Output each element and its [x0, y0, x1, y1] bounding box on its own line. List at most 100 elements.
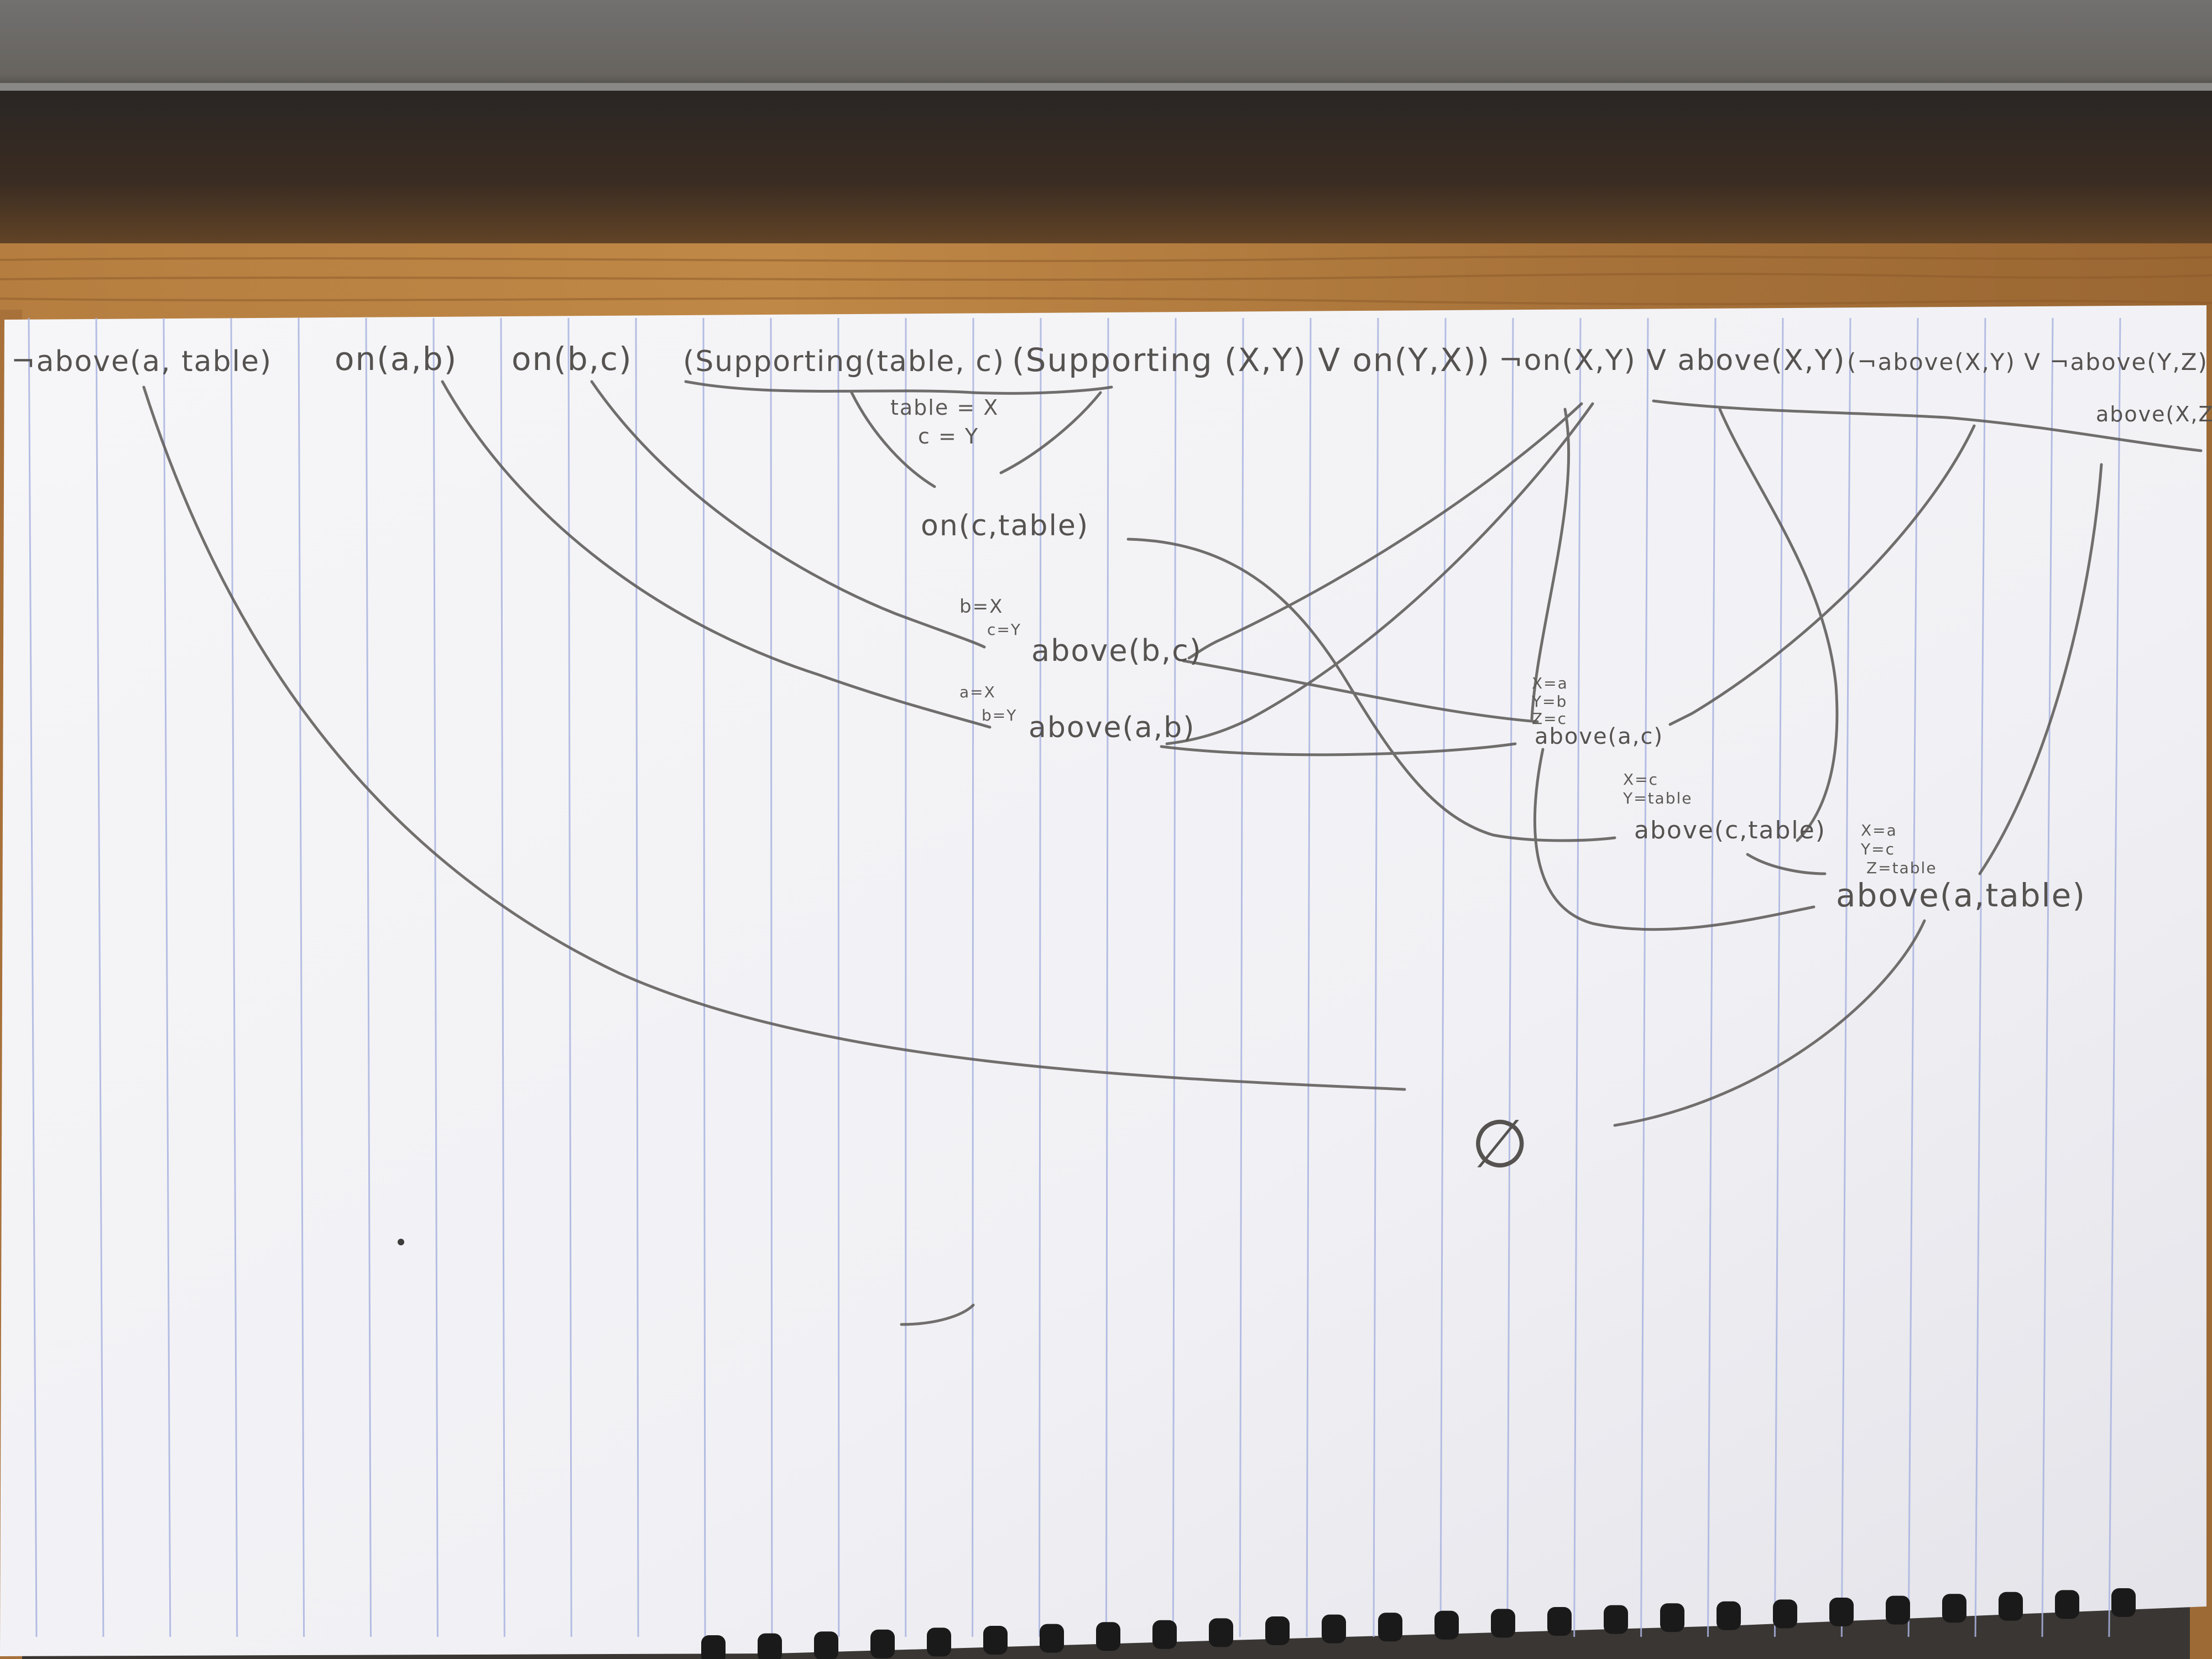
- stroke-onctable-to-abovectable: [1126, 538, 1616, 842]
- spiral-hole: [1660, 1603, 1684, 1632]
- subst-a-x: a=X: [959, 683, 996, 701]
- clause-negated-above: ¬above(a, table): [11, 345, 273, 378]
- ruled-line: [365, 317, 372, 1637]
- spiral-hole: [1265, 1616, 1290, 1645]
- notebook-sheet: [0, 305, 2206, 1656]
- laptop-edge: [0, 83, 2212, 91]
- subst-x-a-2: X=a: [1861, 821, 1897, 839]
- spiral-hole: [1322, 1614, 1346, 1644]
- clause-supporting-table-c: (Supporting(table, c): [683, 345, 1005, 378]
- empty-clause-symbol: ∅: [1471, 1106, 1530, 1183]
- ruled-line: [1907, 317, 1919, 1637]
- spiral-hole: [1604, 1605, 1628, 1634]
- ruled-line: [2041, 317, 2054, 1637]
- ruled-line: [1439, 317, 1447, 1637]
- spiral-hole: [870, 1629, 895, 1658]
- stroke-clause6-to-aboveab: [1165, 402, 1594, 745]
- subst-y-table: Y=table: [1623, 789, 1693, 807]
- spiral-hole: [1209, 1618, 1233, 1647]
- stroke-supportxy-to-onctable: [999, 391, 1102, 474]
- ruled-line: [1573, 317, 1582, 1637]
- ruled-line: [2108, 317, 2121, 1637]
- ruled-line: [1172, 317, 1177, 1637]
- stroke-onab-to-aboveab: [441, 380, 992, 729]
- ruled-line: [1239, 317, 1244, 1637]
- ruled-line: [1373, 317, 1379, 1637]
- stroke-stray-bottom: [900, 1303, 975, 1326]
- ruled-line: [1039, 317, 1042, 1637]
- clause-on-implies-above: ¬on(X,Y) V above(X,Y): [1499, 344, 1846, 377]
- spiral-hole: [1547, 1607, 1572, 1636]
- ruled-line: [432, 317, 439, 1637]
- stroke-aboveac-to-final: [1533, 748, 1815, 931]
- subst-x-a: X=a: [1532, 674, 1568, 692]
- clause-on-a-b: on(a,b): [335, 340, 458, 378]
- ruled-line: [1105, 317, 1109, 1637]
- spiral-hole: [1942, 1594, 1966, 1623]
- spiral-hole: [983, 1626, 1008, 1655]
- wood-grain: [0, 255, 2212, 305]
- ruled-line: [1974, 317, 1986, 1637]
- spiral-hole: [814, 1631, 838, 1659]
- ruled-line: [500, 317, 505, 1637]
- spiral-hole: [1152, 1620, 1177, 1649]
- ruled-line: [95, 317, 105, 1637]
- stroke-abovectable-to-final: [1746, 853, 1827, 875]
- spiral-hole: [1829, 1598, 1854, 1626]
- spiral-hole: [758, 1633, 782, 1659]
- stroke-aboveab-to-aboveac: [1160, 742, 1517, 757]
- derived-above-a-c: above(a,c): [1535, 724, 1664, 749]
- ruled-line: [1773, 317, 1784, 1637]
- ruled-line: [1506, 317, 1514, 1637]
- stroke-neg-above-to-empty: [142, 385, 1406, 1091]
- subst-c-y: c = Y: [918, 424, 979, 448]
- pencil-dot: [398, 1239, 404, 1245]
- spiral-hole: [927, 1627, 951, 1657]
- ruled-line: [567, 317, 572, 1637]
- subst-y-b: Y=b: [1532, 692, 1568, 711]
- ruled-line: [702, 317, 706, 1637]
- ruled-line: [230, 317, 238, 1637]
- spiral-hole: [2111, 1588, 2136, 1617]
- spiral-hole: [1999, 1592, 2023, 1621]
- spiral-hole: [2055, 1590, 2079, 1619]
- subst-y-c: Y=c: [1861, 840, 1895, 858]
- clause-above-transitive: (¬above(X,Y) V ¬above(Y,Z) V: [1847, 348, 2212, 375]
- spiral-hole: [1886, 1595, 1910, 1625]
- ruled-line: [1840, 317, 1851, 1637]
- spiral-hole: [701, 1635, 726, 1659]
- stroke-support-to-onctable: [850, 391, 936, 488]
- stroke-wavy-underline-2: [1652, 399, 2203, 452]
- ruled-line: [1707, 317, 1717, 1637]
- pencil-strokes: [142, 380, 2203, 1326]
- spiral-hole: [1378, 1613, 1402, 1642]
- clause-on-b-c: on(b,c): [512, 340, 633, 378]
- ruled-line: [1306, 317, 1312, 1637]
- stroke-clause7b-to-abovetable: [1978, 463, 2103, 875]
- ruled-line: [837, 317, 840, 1637]
- laptop-shadow: [0, 91, 2212, 257]
- stroke-clause7-to-abovetable: [1718, 408, 1839, 842]
- stroke-wavy-underline-1: [684, 380, 1113, 395]
- laptop-lid: [0, 0, 2212, 88]
- spiral-hole: [1096, 1622, 1120, 1651]
- stroke-abovebc-to-aboveac: [1182, 659, 1539, 723]
- ruled-line: [770, 317, 773, 1637]
- subst-z-c: Z=c: [1532, 709, 1568, 728]
- spiral-hole: [1040, 1624, 1064, 1653]
- stroke-final-to-empty: [1613, 919, 1926, 1127]
- subst-table-x: table = X: [890, 395, 999, 420]
- spiral-hole: [1434, 1610, 1459, 1640]
- derived-above-a-table: above(a,table): [1836, 877, 2086, 914]
- ruled-line: [1640, 317, 1649, 1637]
- clause-supporting-implies-on: (Supporting (X,Y) V on(Y,X)): [1012, 341, 1491, 379]
- derived-above-b-c: above(b,c): [1031, 633, 1202, 668]
- derived-on-c-table: on(c,table): [921, 509, 1089, 542]
- stroke-onbc-to-abovebc: [590, 380, 986, 649]
- derived-above-a-b: above(a,b): [1029, 711, 1196, 744]
- spiral-hole: [1717, 1601, 1741, 1630]
- derived-above-c-table: above(c,table): [1634, 816, 1826, 844]
- spiral-hole: [1773, 1599, 1797, 1629]
